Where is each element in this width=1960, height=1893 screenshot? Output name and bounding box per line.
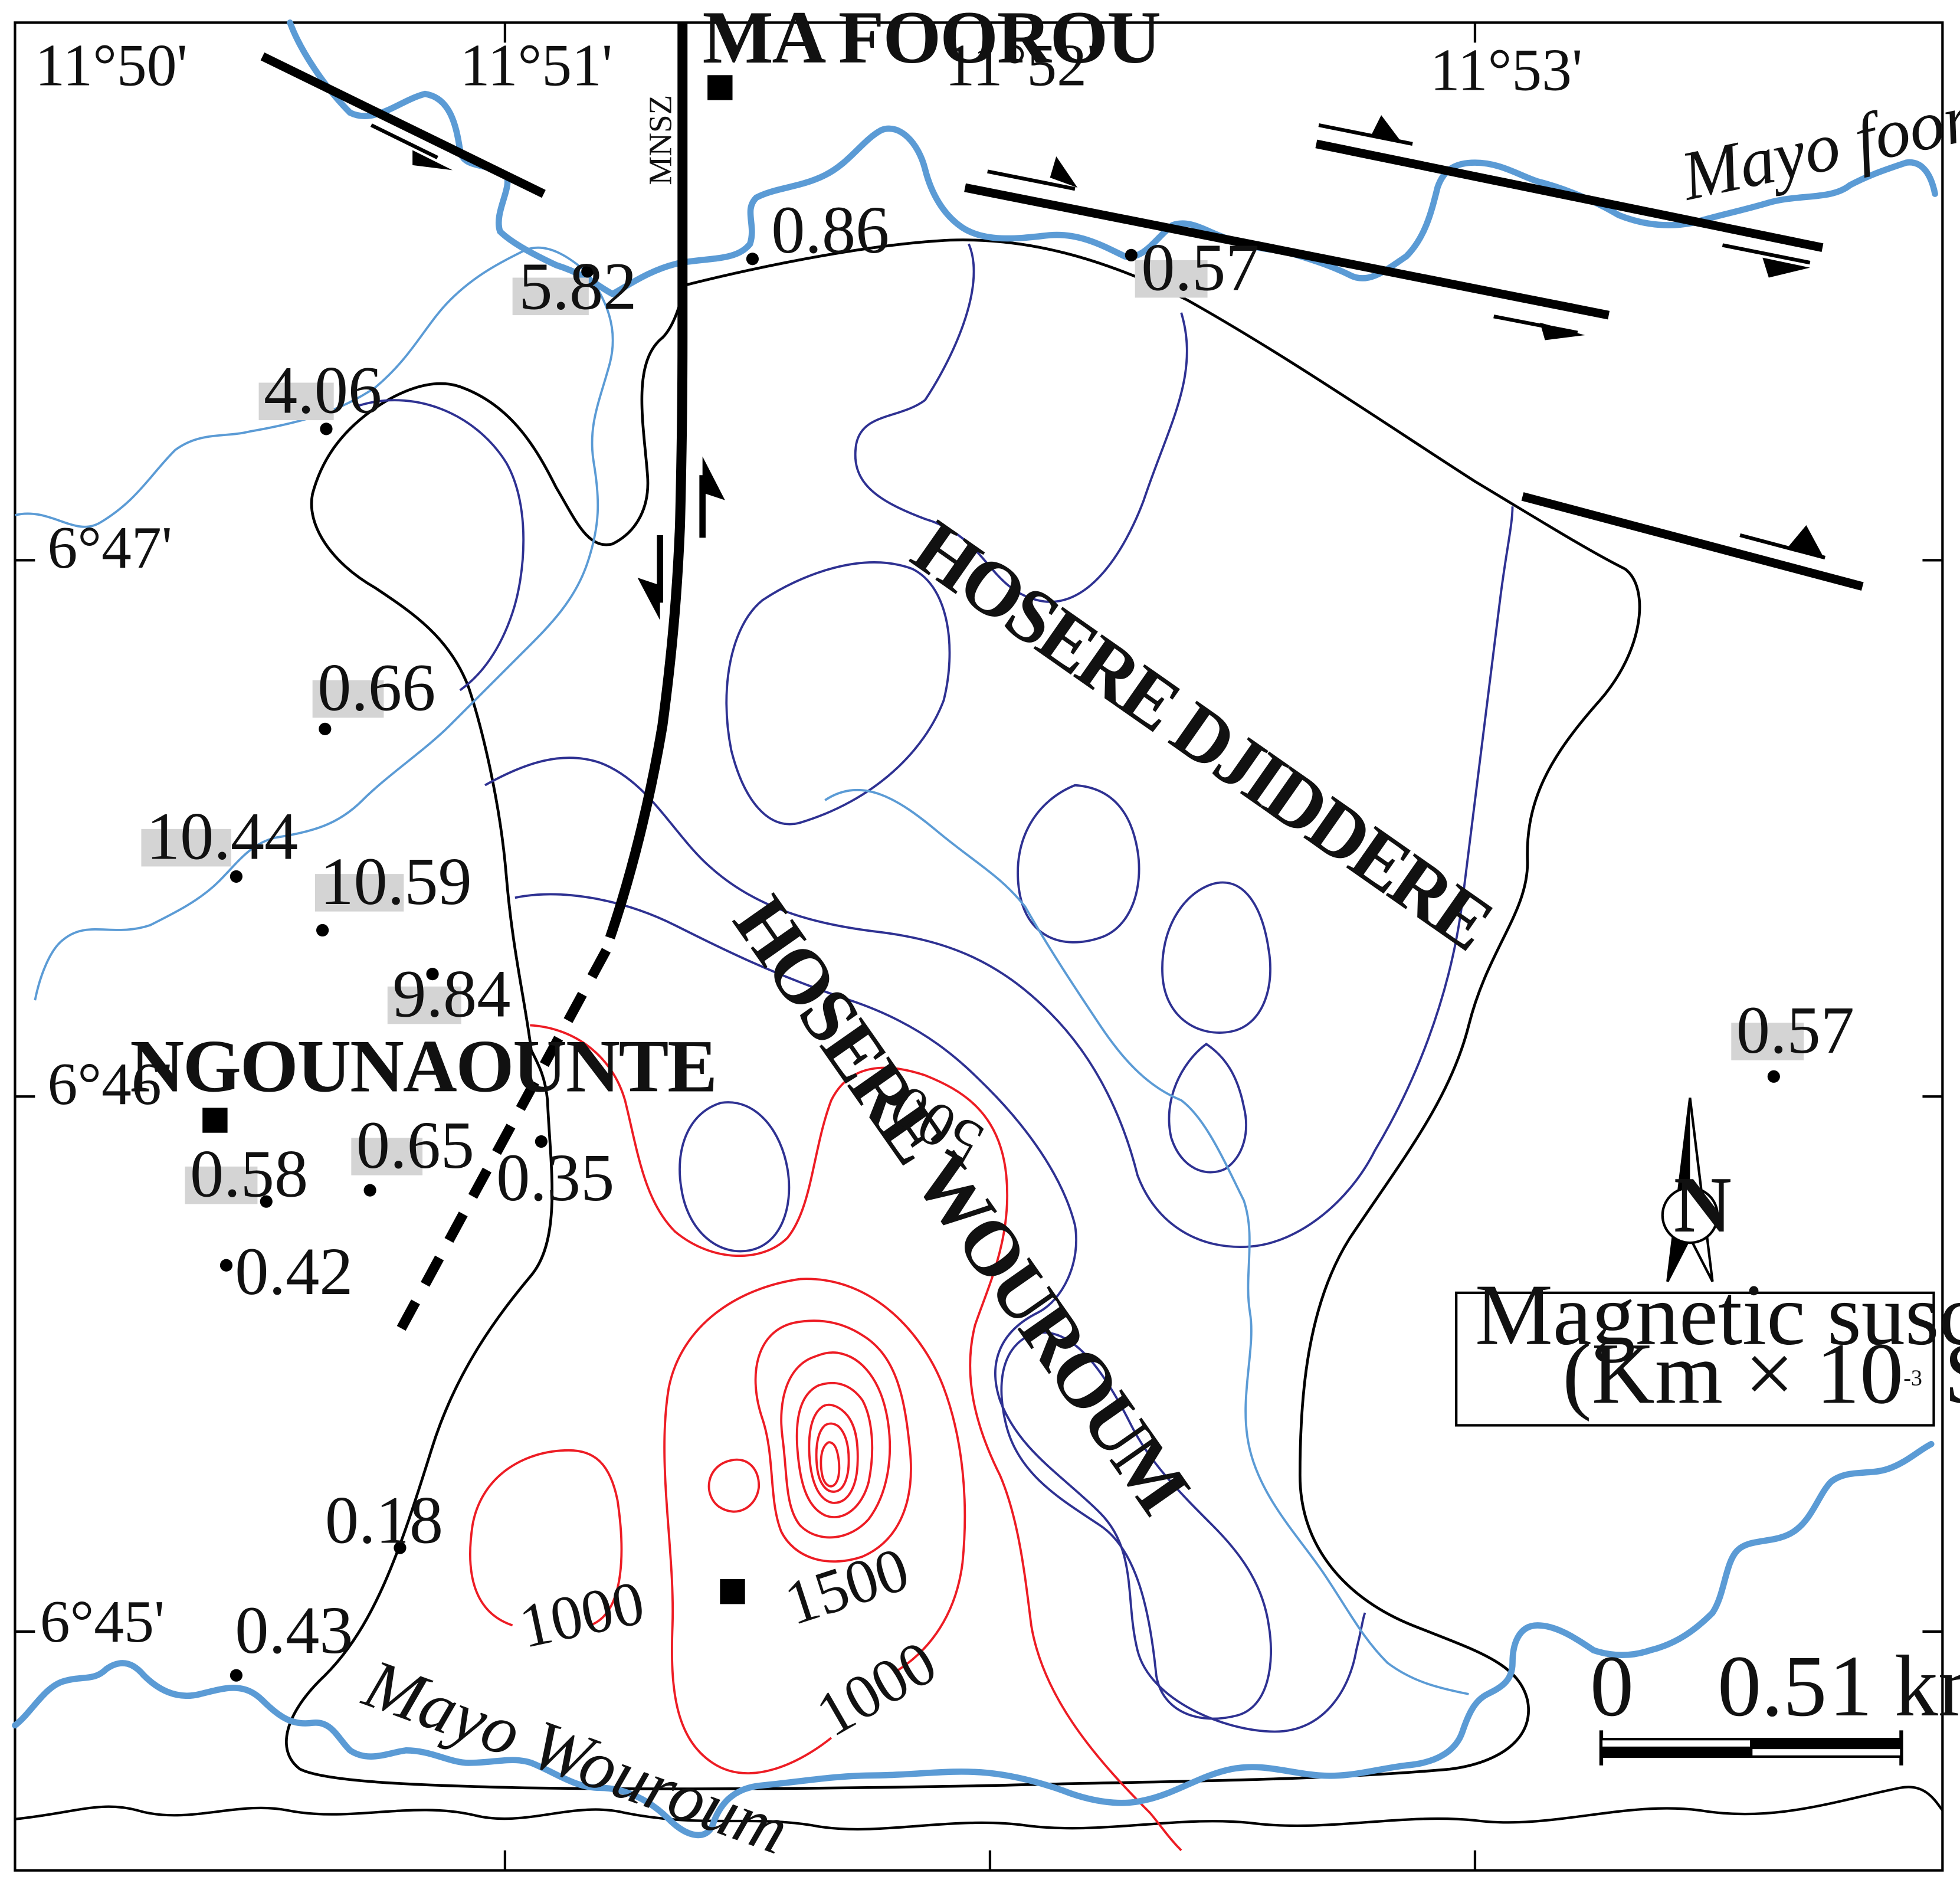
mayo-wouroum-label: Mayo Wouroum (353, 1643, 798, 1869)
sample-point: 0.57 (1731, 993, 1854, 1083)
mayo-foorou-label: Mayo foorou (1673, 64, 1960, 215)
sample-point: 0.35 (496, 1135, 614, 1215)
sample-point: 0.42 (219, 1234, 353, 1309)
svg-text:11°51': 11°51' (460, 31, 613, 98)
contour-lines-red (469, 1024, 1182, 1852)
mnsz-fault (393, 22, 725, 1338)
north-arrow: N (1661, 1098, 1732, 1282)
map-border (14, 21, 1944, 1872)
svg-text:0.66: 0.66 (317, 650, 435, 725)
sample-point: 0.65 (351, 1108, 474, 1197)
sample-point: 0.86 (746, 192, 889, 267)
legend-box: Magnetic susceptibility (Km × 10-3 SI) (1455, 1267, 1960, 1427)
sample-point: 10.59 (314, 844, 472, 937)
legend-units: (Km × 10-3 SI) (1562, 1325, 1960, 1422)
svg-text:0.65: 0.65 (356, 1108, 474, 1183)
sample-point: 0.66 (312, 650, 435, 735)
fault-lines (260, 52, 1864, 591)
svg-text:4.06: 4.06 (264, 352, 382, 427)
svg-text:11°53': 11°53' (1430, 37, 1583, 103)
settlement-marker (720, 1579, 745, 1604)
coordinate-labels: 11°50' 11°51' 11°52' 11°53' 6°47' 6°46' … (35, 31, 1582, 1655)
major-river-lines (12, 19, 1938, 1839)
hosere-wouroum-label: HOSERE WOUROUM (717, 881, 1206, 1528)
svg-text:5.82: 5.82 (519, 249, 637, 324)
svg-text:0.86: 0.86 (771, 192, 889, 267)
sample-points: 0.86 5.82 0.57 4.06 0.66 10.44 10.59 9.8… (141, 192, 1854, 1682)
sample-point: 0.58 (185, 1137, 308, 1211)
svg-text:0.35: 0.35 (496, 1140, 614, 1215)
mnsz-label: MNSZ (643, 95, 679, 185)
svg-text:6°45': 6°45' (40, 1588, 165, 1655)
svg-text:6°46': 6°46' (48, 1050, 173, 1117)
svg-text:0.43: 0.43 (235, 1593, 353, 1668)
north-label: N (1674, 1161, 1732, 1249)
sample-point: 0.18 (325, 1483, 443, 1558)
settlements: MA FOOROU NGOUNAOUNTE (130, 0, 1161, 1604)
svg-text:1 km: 1 km (1829, 1638, 1960, 1735)
hosere-djiddere-label: HOSERE DJIDDERE (897, 504, 1505, 965)
ma-foorou-label: MA FOOROU (703, 0, 1160, 79)
svg-text:11°50': 11°50' (35, 31, 188, 98)
svg-text:11°52': 11°52' (945, 31, 1098, 98)
sample-point: 5.82 (512, 249, 637, 324)
svg-text:0.57: 0.57 (1141, 230, 1259, 305)
ma-foorou-marker (707, 75, 733, 100)
massif-outline (285, 238, 1641, 1790)
ngounaounte-marker (202, 1108, 228, 1133)
svg-text:0: 0 (1590, 1638, 1634, 1735)
scale-bar: 0 0.5 1 km (1590, 1638, 1960, 1766)
svg-text:0.58: 0.58 (190, 1137, 308, 1211)
sample-point: 9.84 (387, 957, 510, 1031)
svg-text:0.18: 0.18 (325, 1483, 443, 1558)
sample-point: 4.06 (258, 352, 382, 435)
legend-title: Magnetic susceptibility (1475, 1267, 1960, 1364)
contour-lines-blue (356, 243, 1514, 1733)
svg-text:10.44: 10.44 (146, 799, 298, 874)
ngounaounte-label: NGOUNAOUNTE (130, 1026, 716, 1108)
svg-text:10.59: 10.59 (320, 844, 471, 919)
sample-point: 0.43 (230, 1593, 353, 1682)
stream-lines (14, 246, 1469, 1695)
sample-point: 10.44 (141, 799, 298, 883)
svg-text:0.5: 0.5 (1718, 1638, 1827, 1735)
svg-text:0.57: 0.57 (1736, 993, 1854, 1067)
svg-text:6°47': 6°47' (48, 514, 173, 581)
bottom-boundary-line (15, 1786, 1944, 1831)
sample-point: 0.57 (1125, 230, 1259, 305)
svg-text:0.42: 0.42 (235, 1234, 353, 1309)
svg-text:9.84: 9.84 (392, 957, 510, 1031)
svg-text:1000: 1000 (513, 1568, 650, 1661)
graticule-ticks (15, 22, 1943, 1871)
